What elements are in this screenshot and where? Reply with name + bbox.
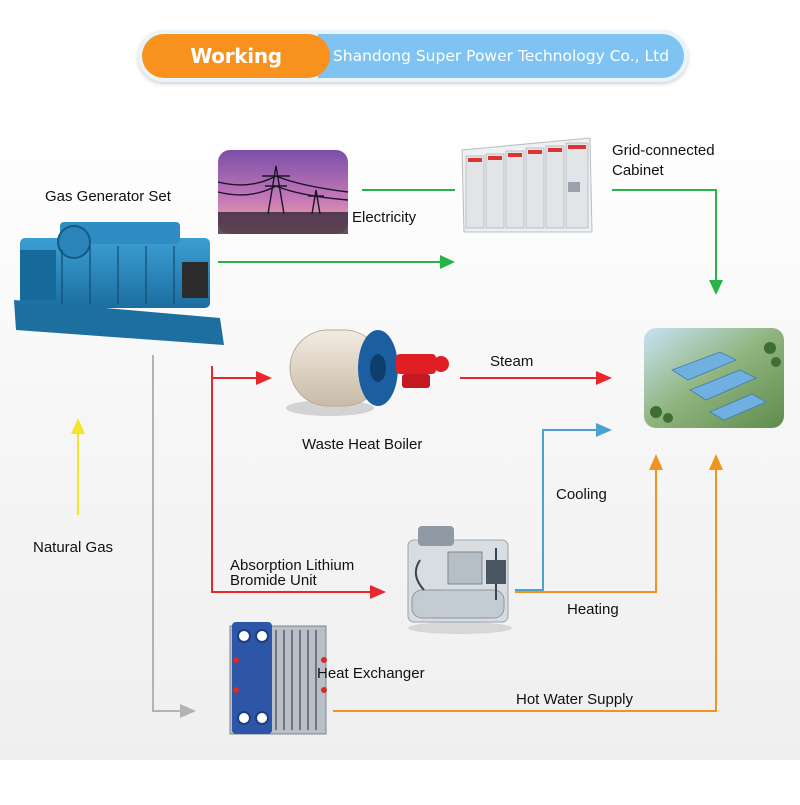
cooling-arrow <box>515 423 612 591</box>
absorption-unit-label-line2: Bromide Unit <box>230 572 317 589</box>
heat-exchanger-label: Heat Exchanger <box>317 665 425 682</box>
gas-generator-set-label: Gas Generator Set <box>45 188 171 205</box>
gas-to-exchanger-arrow <box>152 355 196 718</box>
company-name: Shandong Super Power Technology Co., Ltd <box>318 34 684 78</box>
steam-label: Steam <box>490 353 534 370</box>
absorption-unit-label-line1: Absorption Lithium <box>230 557 355 574</box>
hot-water-arrow <box>333 454 723 712</box>
electricity-label: Electricity <box>352 209 417 226</box>
natural-gas-arrow <box>71 418 85 515</box>
grid-cabinet-picture <box>461 137 593 233</box>
background-panel <box>0 110 800 760</box>
waste-heat-boiler-picture <box>286 329 449 416</box>
working-principle-badge: Working Principle <box>142 34 330 112</box>
steam-arrow <box>460 371 612 385</box>
exhaust-heat-arrows <box>211 366 386 599</box>
cooling-label: Cooling <box>556 486 607 503</box>
heat-exchanger-picture <box>229 622 327 735</box>
natural-gas-label: Natural Gas <box>33 539 114 556</box>
gas-generator-picture <box>14 222 224 345</box>
heating-label: Heating <box>567 601 619 618</box>
grid-cabinet-label-line1: Grid-connected <box>612 142 715 159</box>
grid-cabinet-label-line2: Cabinet <box>612 162 664 179</box>
cabinet-to-park-arrow <box>612 189 723 295</box>
waste-heat-boiler-label: Waste Heat Boiler <box>302 436 423 453</box>
power-line-picture <box>217 150 349 234</box>
heating-arrow <box>515 454 663 593</box>
industrial-park-picture <box>644 328 784 428</box>
absorption-chiller-picture <box>407 526 512 634</box>
hot-water-supply-label: Hot Water Supply <box>516 691 633 708</box>
generator-to-cabinet-arrow <box>218 255 455 269</box>
